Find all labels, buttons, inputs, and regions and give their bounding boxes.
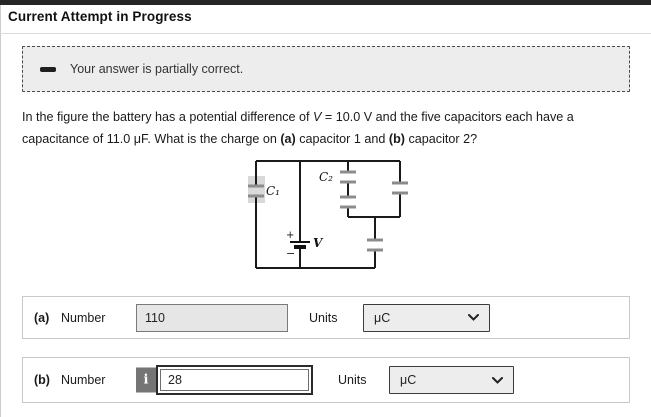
units-label-b: Units [338,373,367,387]
units-value-a: μC [374,310,391,325]
capacitor-plates [248,170,408,252]
chevron-down-icon [492,376,503,384]
number-label-a: Number [61,310,106,325]
circuit-wires [255,160,401,269]
title-divider [0,33,651,34]
label-minus: − [286,247,295,260]
units-select-b[interactable]: μC [389,366,514,394]
chevron-down-icon [468,314,479,321]
part-b-label: (b) [34,373,50,387]
partial-correct-icon [40,66,56,72]
label-c2: C₂ [319,170,333,184]
answer-a-input[interactable] [136,303,288,332]
problem-statement: In the figure the battery has a potentia… [22,110,574,146]
answer-row-b: (b) Number i Units μC [22,357,630,403]
page-title: Current Attempt in Progress [8,9,192,24]
top-bar [0,0,651,5]
label-v: V [313,236,324,250]
number-label-b: Number [61,373,106,387]
part-a-label: (a) [34,310,50,325]
units-value-b: μC [400,373,417,387]
page-left-border [0,0,1,417]
battery-symbol [290,241,310,249]
answer-row-a: (a) Number Units μC [22,296,630,339]
units-label-a: Units [309,310,338,325]
units-select-a[interactable]: μC [363,303,490,332]
label-plus: + [286,230,294,241]
label-c1: C₁ [266,184,280,198]
feedback-message: Your answer is partially correct. [70,62,244,76]
answer-b-input[interactable] [156,365,313,395]
info-button[interactable]: i [136,367,156,393]
feedback-banner: Your answer is partially correct. [22,46,630,92]
circuit-figure: C₁ C₂ V + − [248,160,408,269]
